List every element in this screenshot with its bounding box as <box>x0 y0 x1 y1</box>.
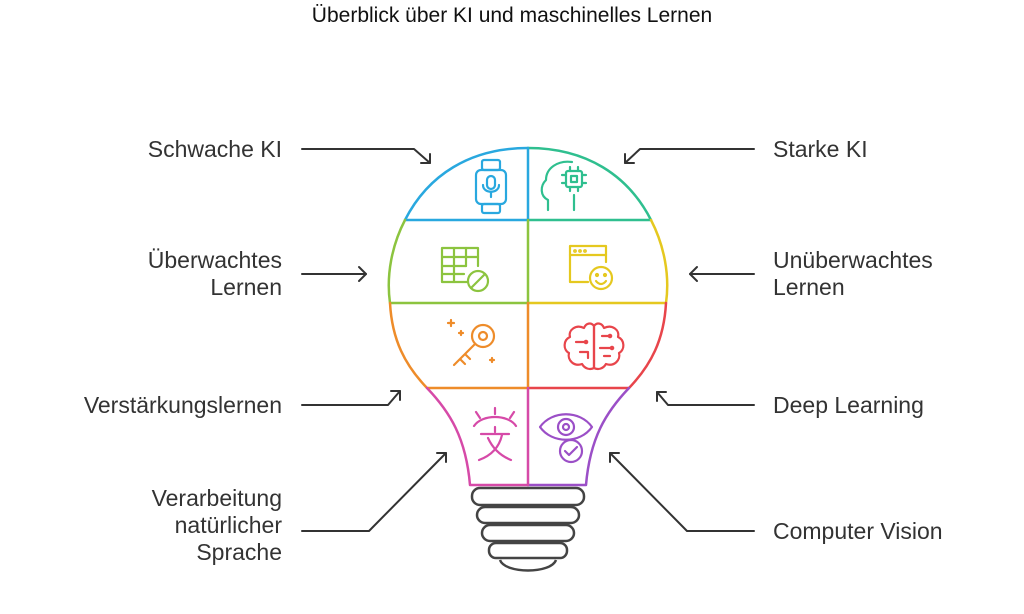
base-ring-1 <box>470 486 586 507</box>
segment-computer-vision-outline <box>526 386 631 487</box>
arrowhead-verstaerkung <box>390 390 401 401</box>
label-unueberwachtes-lernen: Unüberwachtes Lernen <box>773 247 933 300</box>
head-chip-icon <box>540 160 588 212</box>
browser-face-icon <box>568 244 614 291</box>
segment-schwache-ki-outline <box>403 146 530 222</box>
diagram-title: Überblick über KI und maschinelles Lerne… <box>311 4 713 27</box>
arrow-deep-learning <box>656 391 755 406</box>
segment-starke-ki-outline <box>526 146 653 222</box>
segment-unueberwachtes-outline <box>526 218 669 305</box>
base-ring-4 <box>487 541 569 560</box>
arrow-schwache-ki <box>301 148 431 164</box>
label-ueberwachtes-lernen: Überwachtes Lernen <box>147 247 282 300</box>
arrowhead-computer-vision <box>609 452 620 463</box>
segment-deep-learning-outline <box>526 301 668 390</box>
key-sparkle-icon <box>446 318 496 367</box>
arrowhead-starke-ki <box>624 153 635 164</box>
arrow-nlp <box>301 452 447 532</box>
eye-check-icon <box>538 413 594 464</box>
translate-character-icon <box>472 406 518 462</box>
base-ring-2 <box>475 505 581 525</box>
segment-ueberwachtes-outline <box>387 218 530 305</box>
arrowhead-deep-learning <box>656 391 667 402</box>
arrowhead-schwache-ki <box>420 153 431 164</box>
table-forbidden-icon <box>440 246 490 293</box>
label-deep-learning: Deep Learning <box>773 392 924 418</box>
bulb-base <box>470 486 586 572</box>
label-starke-ki: Starke KI <box>773 136 868 162</box>
label-computer-vision: Computer Vision <box>773 518 943 544</box>
segment-verstaerkung-outline <box>388 301 530 390</box>
bulb-segments <box>387 146 669 487</box>
base-tip <box>498 559 558 572</box>
smartwatch-microphone-icon <box>474 158 508 215</box>
label-verstaerkungslernen: Verstärkungslernen <box>83 392 282 418</box>
arrows <box>301 148 755 532</box>
segment-nlp-outline <box>425 386 530 487</box>
label-verarbeitung-natuerlicher-sprache: Verarbeitung natürlicher Sprache <box>151 485 282 565</box>
arrow-starke-ki <box>624 148 755 164</box>
brain-circuit-icon <box>563 322 625 371</box>
arrowhead-ueberwachtes <box>358 266 367 282</box>
label-schwache-ki: Schwache KI <box>147 136 282 162</box>
base-ring-3 <box>480 523 576 543</box>
arrow-computer-vision <box>609 452 755 532</box>
arrowhead-nlp <box>436 452 447 463</box>
arrow-verstaerkung <box>301 390 401 406</box>
arrowhead-unueberwachtes <box>689 266 698 282</box>
